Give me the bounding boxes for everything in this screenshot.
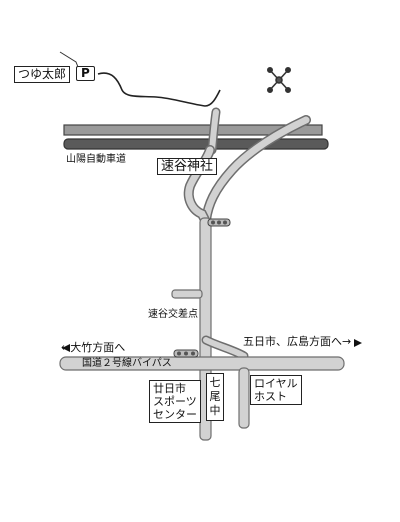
royal-host-label: ロイヤル ホスト xyxy=(250,375,302,405)
access-road-thin xyxy=(97,72,221,107)
south-branch-road xyxy=(238,367,250,429)
traffic-light-icon xyxy=(207,218,231,227)
bypass-road xyxy=(59,356,345,371)
intersection-label: 速谷交差点 xyxy=(148,309,198,320)
arrow-left-icon xyxy=(62,344,70,352)
compass-icon xyxy=(266,67,291,94)
expressway-label: 山陽自動車道 xyxy=(66,154,126,165)
school-label: 七 尾 中 xyxy=(206,373,224,421)
shop-pointer-line xyxy=(59,51,79,68)
parking-icon: P xyxy=(76,66,95,81)
traffic-light-icon xyxy=(173,349,199,358)
bypass-label: 国道２号線バイパス xyxy=(82,358,172,369)
west-direction-label: ←大竹方面へ xyxy=(61,341,126,354)
east-direction-label: 五日市、広島方面へ→ xyxy=(243,335,352,348)
arrow-right-icon xyxy=(354,339,362,347)
shrine-label: 速谷神社 xyxy=(157,158,218,175)
side-road xyxy=(171,289,203,299)
sports-center-label: 廿日市 スポーツ センター xyxy=(149,380,201,423)
shop-label: つゆ太郎 xyxy=(14,66,71,83)
